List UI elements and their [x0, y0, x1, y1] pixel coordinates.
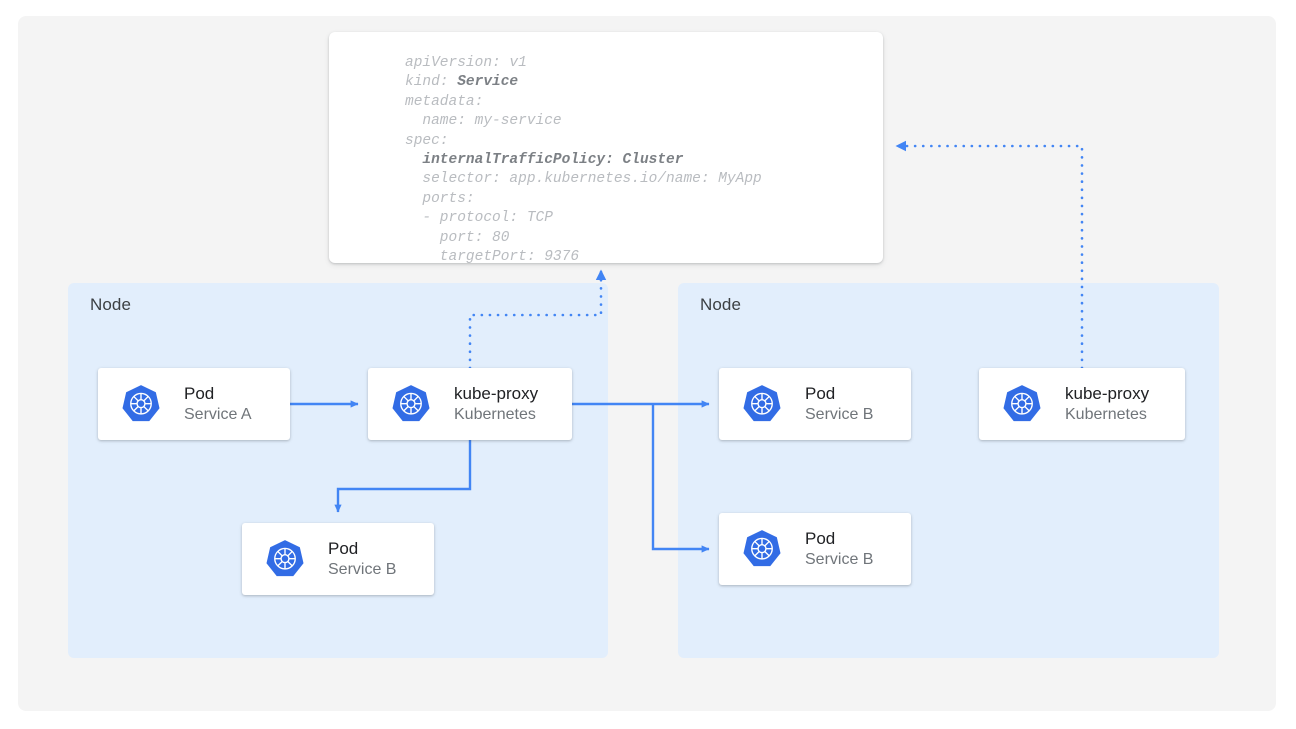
entity-text: kube-proxy Kubernetes [454, 383, 538, 424]
entity-subtitle: Kubernetes [1065, 405, 1147, 423]
entity-subtitle: Service B [805, 550, 874, 568]
entity-pod-service-b-bottom[interactable]: Pod Service B [719, 513, 911, 585]
kubernetes-icon [264, 538, 306, 580]
entity-pod-service-b-left[interactable]: Pod Service B [242, 523, 434, 595]
entity-text: kube-proxy Kubernetes [1065, 383, 1149, 424]
entity-title: Pod [328, 539, 359, 559]
kubernetes-icon [120, 383, 162, 425]
node-label-left: Node [90, 295, 132, 314]
entity-pod-service-a[interactable]: Pod Service A [98, 368, 290, 440]
entity-subtitle: Service B [805, 405, 874, 423]
entity-pod-service-b-top[interactable]: Pod Service B [719, 368, 911, 440]
entity-title: kube-proxy [454, 384, 539, 404]
entity-title: Pod [184, 384, 215, 404]
entity-subtitle: Kubernetes [454, 405, 536, 423]
entity-text: Pod Service B [328, 538, 396, 579]
entity-title: kube-proxy [1065, 384, 1150, 404]
kubernetes-icon [741, 528, 783, 570]
entity-text: Pod Service B [805, 528, 873, 569]
service-manifest-code: apiVersion: v1 kind: Service metadata: n… [405, 55, 762, 263]
entity-subtitle: Service A [184, 405, 252, 423]
entity-text: Pod Service B [805, 383, 873, 424]
kubernetes-icon [390, 383, 432, 425]
node-label-right: Node [700, 295, 742, 314]
entity-kube-proxy-right[interactable]: kube-proxy Kubernetes [979, 368, 1185, 440]
node-group-left: Node [68, 283, 608, 658]
entity-title: Pod [805, 529, 836, 549]
service-manifest-card: apiVersion: v1 kind: Service metadata: n… [329, 32, 883, 263]
node-group-right: Node [678, 283, 1219, 658]
kubernetes-icon [1001, 383, 1043, 425]
entity-title: Pod [805, 384, 836, 404]
entity-kube-proxy-left[interactable]: kube-proxy Kubernetes [368, 368, 572, 440]
kubernetes-icon [741, 383, 783, 425]
entity-text: Pod Service A [184, 383, 252, 424]
entity-subtitle: Service B [328, 560, 397, 578]
